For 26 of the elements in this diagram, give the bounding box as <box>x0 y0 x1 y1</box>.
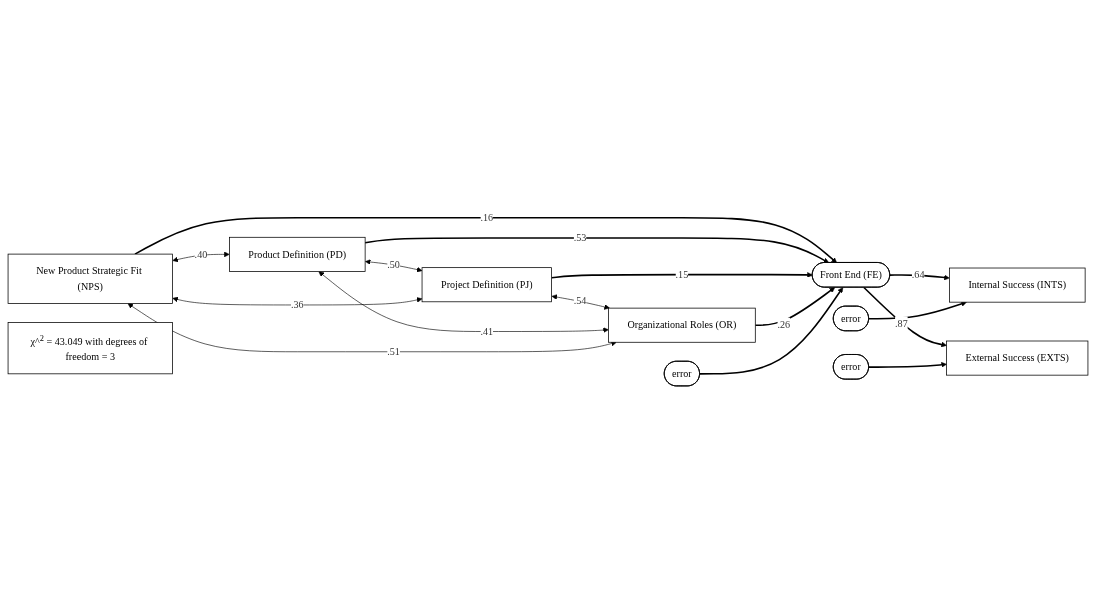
edge-label: .15 <box>675 268 688 280</box>
node-box: Project Definition (PJ) <box>421 267 552 303</box>
arrow <box>550 272 813 279</box>
arrow <box>363 237 829 264</box>
edge-label: .16 <box>480 212 493 223</box>
edge-label: .50 <box>386 258 400 270</box>
arrow <box>754 287 835 326</box>
arrow <box>698 287 843 375</box>
node-box: Internal Success (INTS) <box>948 267 1085 303</box>
arrow <box>867 362 947 368</box>
edge-label: .87 <box>894 318 908 330</box>
edge-label: .54 <box>573 295 586 307</box>
arrow <box>867 301 967 320</box>
node-box: Organizational Roles (OR) <box>607 307 756 343</box>
node-box: New Product Strategic Fit (NPS) <box>7 253 173 304</box>
node-box: Product Definition (PD) <box>228 236 365 272</box>
edge-label: .36 <box>290 299 304 311</box>
edge-label: .51 <box>386 346 400 357</box>
edge-label: .40 <box>194 248 207 260</box>
node-box: External Success (EXTS) <box>945 340 1088 376</box>
edge-label: .64 <box>911 269 924 280</box>
edge-label: .53 <box>573 232 586 243</box>
node-box: χ^$^{2}$ = 43.049 with degrees of freedom = 3 <box>7 322 173 375</box>
edge-label: .41 <box>480 325 493 337</box>
edge-label: .26 <box>776 319 790 331</box>
arrow <box>862 286 947 348</box>
